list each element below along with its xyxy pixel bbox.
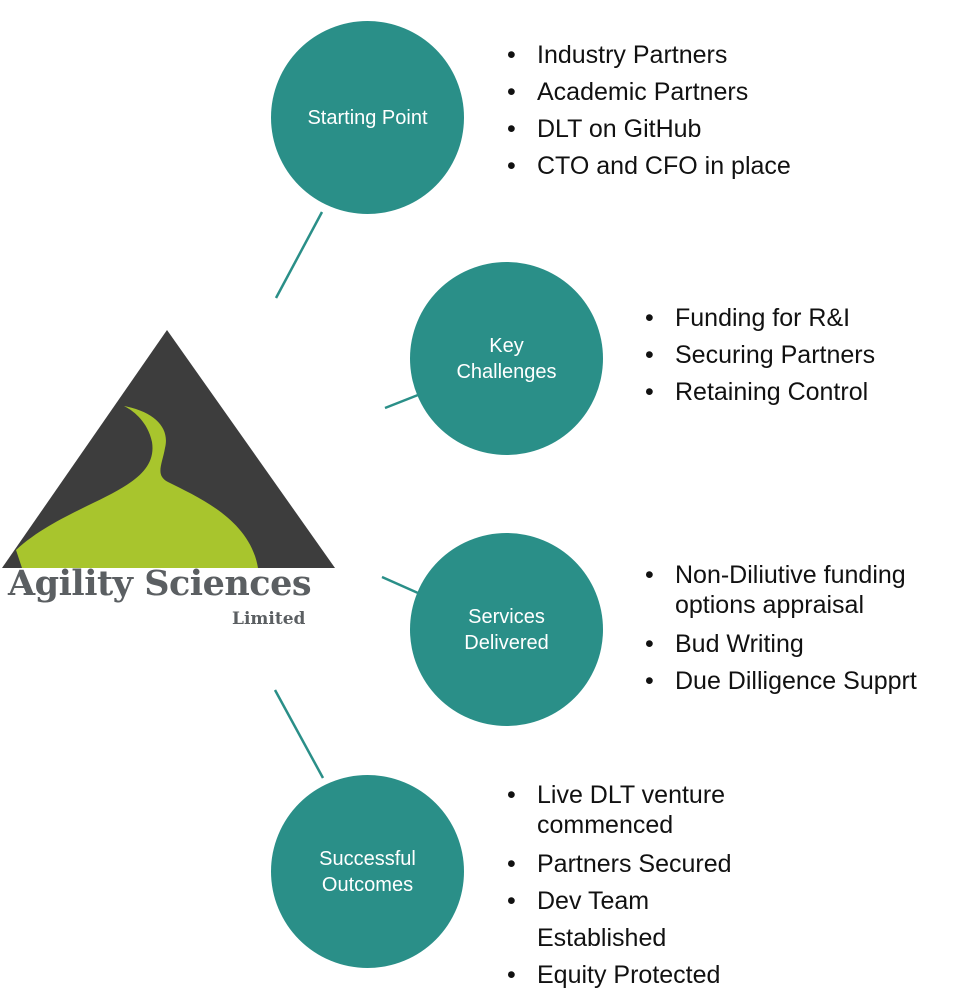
list-starting-point: Industry Partners Academic Partners DLT …	[507, 37, 791, 185]
connector-starting-point	[274, 211, 324, 299]
list-item: Bud Writing	[645, 626, 955, 663]
list-item: Live DLT venture commenced	[507, 780, 767, 840]
node-title-line: Successful	[319, 847, 416, 870]
node-successful-outcomes: Successful Outcomes	[271, 775, 464, 968]
node-starting-point: Starting Point	[271, 21, 464, 214]
node-services-delivered: Services Delivered	[410, 533, 603, 726]
node-title: Starting Point	[307, 106, 428, 129]
agility-sciences-logo	[2, 330, 335, 568]
logo-road	[16, 406, 258, 568]
connector-services-delivered	[381, 575, 419, 595]
list-item: Dev Team Established	[507, 883, 767, 957]
connector-lines	[273, 211, 419, 779]
list-successful-outcomes: Live DLT venture commenced Partners Secu…	[507, 780, 767, 994]
list-item: Academic Partners	[507, 74, 791, 111]
list-item: Due Dilligence Supprt	[645, 663, 955, 700]
list-item: Retaining Control	[645, 374, 875, 411]
brand-name: Agility Sciences	[8, 563, 312, 604]
node-title-line: Delivered	[464, 631, 549, 654]
list-item: DLT on GitHub	[507, 111, 791, 148]
list-item: Funding for R&I	[645, 300, 875, 337]
list-item: Equity Protected	[507, 957, 767, 994]
list-item: Industry Partners	[507, 37, 791, 74]
list-item: Partners Secured	[507, 846, 767, 883]
list-services-delivered: Non-Diliutive funding options appraisal …	[645, 560, 955, 700]
list-item: Securing Partners	[645, 337, 875, 374]
list-item: Non-Diliutive funding options appraisal	[645, 560, 955, 620]
node-title-line: Outcomes	[321, 873, 414, 896]
connector-successful-outcomes	[273, 689, 325, 779]
node-title-line: Key	[489, 334, 524, 357]
brand-subtitle: Limited	[232, 609, 306, 629]
connector-key-challenges	[384, 393, 419, 410]
node-title-line: Challenges	[456, 360, 557, 383]
list-key-challenges: Funding for R&I Securing Partners Retain…	[645, 300, 875, 411]
node-key-challenges: Key Challenges	[410, 262, 603, 455]
list-item: CTO and CFO in place	[507, 148, 791, 185]
node-title-line: Services	[468, 605, 545, 628]
